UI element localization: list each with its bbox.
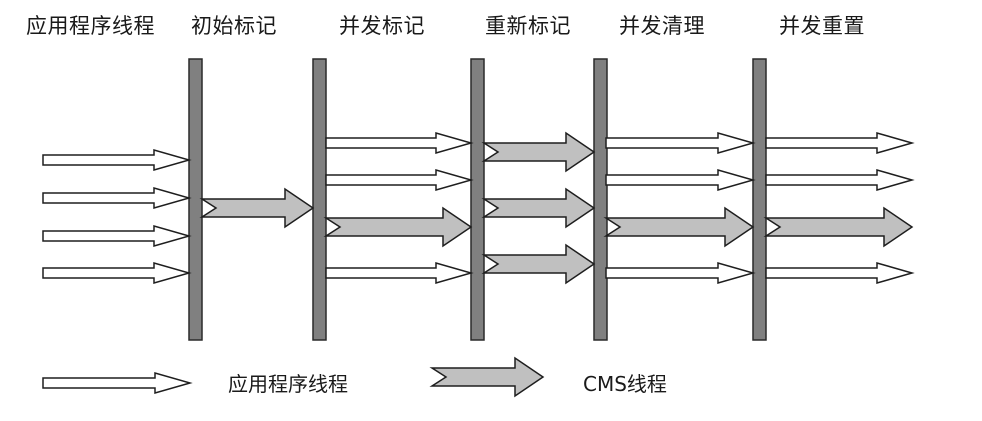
segment-remark-cms-arrow — [481, 131, 596, 173]
segment-concurrent-mark-app-arrow — [325, 169, 474, 191]
segment-concurrent-sweep-cms-arrow — [603, 206, 755, 248]
segment-concurrent-reset-cms-arrow — [763, 206, 914, 248]
phase-label-concurrent-sweep: 并发清理 — [619, 14, 705, 38]
phase-barrier-concurrent-reset — [752, 58, 767, 341]
phase-label-remark: 重新标记 — [485, 14, 571, 38]
phase-barrier-concurrent-sweep — [593, 58, 608, 341]
segment-initial-mark-cms-arrow — [199, 187, 315, 229]
phase-label-app-thread: 应用程序线程 — [26, 14, 155, 38]
segment-remark-cms-arrow — [481, 187, 596, 229]
segment-concurrent-mark-app-arrow — [325, 262, 474, 284]
legend — [42, 356, 545, 398]
segment-concurrent-sweep-app-arrow — [605, 169, 756, 191]
legend-app-thread-arrow — [42, 372, 193, 394]
phase-barriers — [188, 58, 767, 341]
phase-barrier-remark — [470, 58, 485, 341]
segment-concurrent-mark-app-arrow — [325, 132, 474, 154]
legend-label-cms-thread: CMS线程 — [583, 372, 667, 396]
segment-concurrent-mark-cms-arrow — [323, 206, 473, 248]
legend-label-app-thread: 应用程序线程 — [228, 372, 348, 396]
phase-label-concurrent-mark: 并发标记 — [339, 14, 425, 38]
legend-cms-thread-arrow — [429, 356, 545, 398]
segment-concurrent-reset-app-arrow — [765, 169, 915, 191]
phase-label-concurrent-reset: 并发重置 — [779, 14, 865, 38]
segment-concurrent-sweep-app-arrow — [605, 262, 756, 284]
segment-concurrent-reset-app-arrow — [765, 132, 915, 154]
segment-app-app-arrow — [42, 225, 192, 247]
thread-arrows — [42, 131, 915, 285]
segment-app-app-arrow — [42, 262, 192, 284]
phase-barrier-initial-mark — [188, 58, 203, 341]
segment-concurrent-reset-app-arrow — [765, 262, 915, 284]
segment-concurrent-sweep-app-arrow — [605, 132, 756, 154]
phase-barrier-concurrent-mark — [312, 58, 327, 341]
segment-app-app-arrow — [42, 149, 192, 171]
phase-label-initial-mark: 初始标记 — [191, 14, 277, 38]
segment-remark-cms-arrow — [481, 243, 596, 285]
segment-app-app-arrow — [42, 187, 192, 209]
